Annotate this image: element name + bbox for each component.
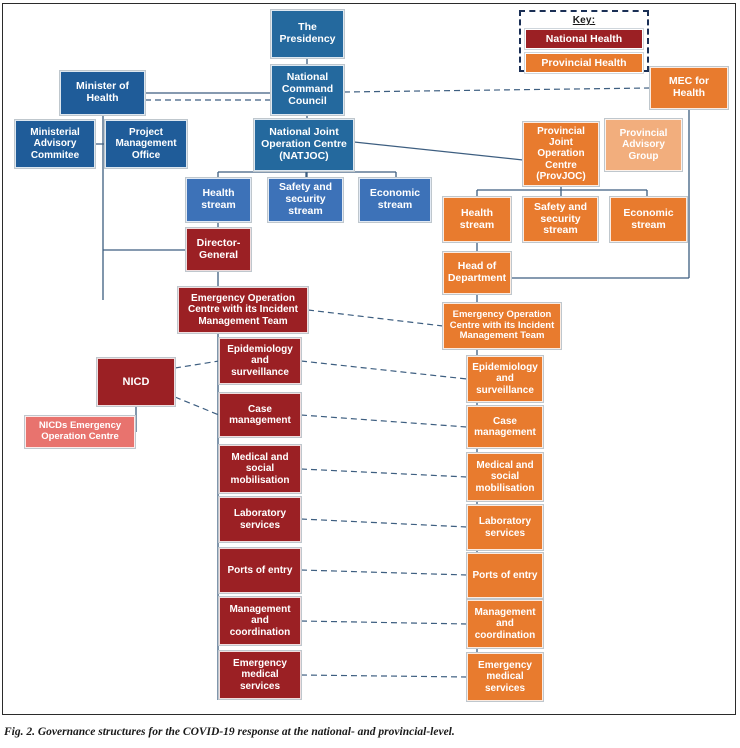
node-prov-fn-mgmt[interactable]: Management and coordination [467, 600, 543, 648]
legend-item-1: Provincial Health [525, 53, 643, 73]
node-prov-fn-lab[interactable]: Laboratory services [467, 505, 543, 550]
node-prov-safety-stream[interactable]: Safety and security stream [523, 197, 598, 242]
node-prov-adv-group[interactable]: Provincial Advisory Group [605, 119, 682, 171]
node-label: Ports of entry [472, 569, 538, 581]
connector-dashed [300, 468, 468, 478]
connector-dashed [343, 87, 651, 93]
node-head-of-dept[interactable]: Head of Department [443, 252, 511, 294]
figure-caption: Fig. 2. Governance structures for the CO… [4, 726, 455, 738]
node-ministerial-adv[interactable]: Ministerial Advisory Commitee [15, 120, 95, 168]
node-label: Head of Department [447, 260, 507, 284]
node-label: The Presidency [279, 21, 336, 45]
node-label: Minister of Health [75, 80, 130, 104]
connector-solid [353, 141, 524, 161]
node-label: Emergency Operation Centre with its Inci… [449, 309, 555, 342]
node-mec-health[interactable]: MEC for Health [650, 67, 728, 109]
connector-dashed [300, 518, 468, 528]
node-label: Health stream [201, 187, 236, 211]
connector-dashed [300, 620, 468, 625]
node-prov-fn-case[interactable]: Case management [467, 406, 543, 448]
node-label: National Joint Operation Centre (NATJOC) [261, 126, 347, 162]
connector-solid [476, 186, 648, 197]
node-label: Provincial Joint Operation Centre (ProvJ… [536, 126, 586, 182]
connector-dashed [307, 309, 444, 327]
node-nicd-eoc[interactable]: NICDs Emergency Operation Centre [25, 416, 135, 448]
node-label: Case management [474, 415, 536, 438]
node-nat-fn-case[interactable]: Case management [219, 393, 301, 437]
connector-solid [217, 171, 397, 178]
node-label: Laboratory services [233, 508, 287, 531]
node-label: Project Management Office [115, 127, 177, 161]
node-pmo[interactable]: Project Management Office [105, 120, 187, 168]
node-label: Ports of entry [227, 564, 293, 576]
node-natjoc[interactable]: National Joint Operation Centre (NATJOC) [254, 119, 354, 171]
connector-dashed [174, 360, 220, 369]
connector-solid [511, 109, 690, 279]
node-nat-eoc[interactable]: Emergency Operation Centre with its Inci… [178, 287, 308, 333]
node-ncc[interactable]: National Command Council [271, 65, 344, 115]
node-label: Epidemiology and surveillance [472, 362, 538, 396]
node-label: MEC for Health [668, 75, 710, 99]
node-label: Ministerial Advisory Commitee [30, 127, 80, 161]
node-prov-health-stream[interactable]: Health stream [443, 197, 511, 242]
node-nat-fn-med[interactable]: Medical and social mobilisation [219, 445, 301, 493]
node-provjoc[interactable]: Provincial Joint Operation Centre (ProvJ… [523, 122, 599, 186]
connector-dashed [300, 569, 468, 576]
node-label: Economic stream [623, 206, 674, 231]
node-label: Management and coordination [474, 607, 536, 641]
connector-dashed [300, 414, 468, 428]
node-label: Director-General [196, 236, 241, 261]
node-minister-health[interactable]: Minister of Health [60, 71, 145, 115]
node-label: Emergency medical services [233, 658, 287, 692]
node-prov-fn-med[interactable]: Medical and social mobilisation [467, 453, 543, 501]
legend-title: Key: [572, 15, 596, 26]
node-nat-fn-mgmt[interactable]: Management and coordination [219, 597, 301, 645]
node-prov-fn-epi[interactable]: Epidemiology and surveillance [467, 356, 543, 402]
node-label: Provincial Advisory Group [619, 128, 668, 162]
node-label: Medical and social mobilisation [230, 452, 290, 486]
node-prov-fn-ems[interactable]: Emergency medical services [467, 653, 543, 701]
node-label: Medical and social mobilisation [475, 460, 535, 494]
node-nat-econ-stream[interactable]: Economic stream [359, 178, 431, 222]
node-label: Emergency medical services [478, 660, 532, 694]
node-label: NICD [122, 375, 150, 388]
node-label: National Command Council [281, 71, 334, 107]
node-nat-health-stream[interactable]: Health stream [186, 178, 251, 222]
node-nicd[interactable]: NICD [97, 358, 175, 406]
connector-dashed [300, 674, 468, 678]
legend-item-0: National Health [525, 29, 643, 49]
node-label: Safety and security stream [278, 181, 333, 217]
connector-dashed [300, 360, 468, 380]
node-nat-fn-ems[interactable]: Emergency medical services [219, 651, 301, 699]
node-director-general[interactable]: Director-General [186, 228, 251, 271]
node-label: Management and coordination [229, 604, 291, 638]
node-label: Emergency Operation Centre with its Inci… [187, 293, 298, 327]
node-label: Economic stream [369, 187, 421, 211]
node-label: Health stream [459, 206, 495, 231]
node-nat-safety-stream[interactable]: Safety and security stream [268, 178, 343, 222]
node-nat-fn-ports[interactable]: Ports of entry [219, 548, 301, 593]
node-label: Epidemiology and surveillance [227, 344, 293, 378]
node-nat-fn-lab[interactable]: Laboratory services [219, 497, 301, 542]
node-label: NICDs Emergency Operation Centre [38, 420, 122, 442]
node-prov-eoc[interactable]: Emergency Operation Centre with its Inci… [443, 303, 561, 349]
node-prov-econ-stream[interactable]: Economic stream [610, 197, 687, 242]
node-nat-fn-epi[interactable]: Epidemiology and surveillance [219, 338, 301, 384]
node-prov-fn-ports[interactable]: Ports of entry [467, 553, 543, 598]
connector-dashed [174, 396, 220, 416]
node-label: Case management [229, 403, 291, 426]
node-label: Safety and security stream [533, 200, 588, 237]
node-label: Laboratory services [478, 516, 532, 539]
node-presidency[interactable]: The Presidency [271, 10, 344, 58]
